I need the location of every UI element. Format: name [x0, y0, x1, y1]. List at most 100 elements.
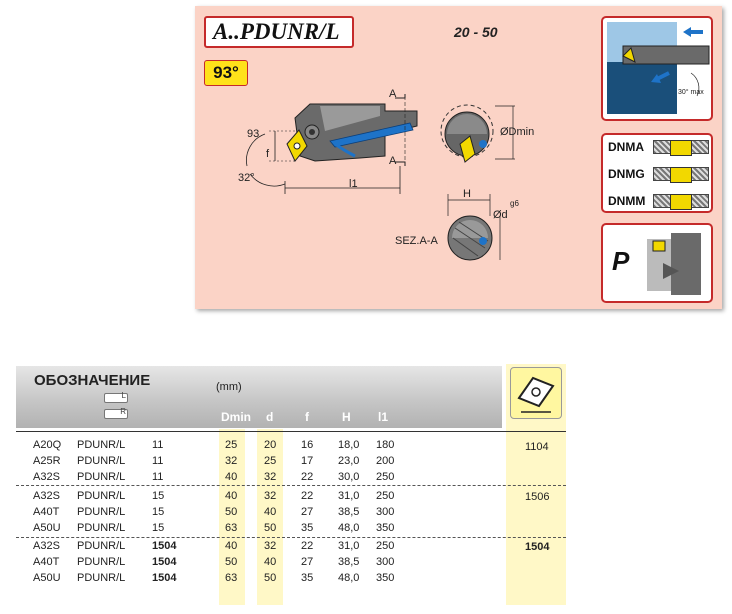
cell-type: PDUNR/L	[77, 540, 126, 552]
cell-l1: 200	[376, 455, 395, 467]
diameter-range: 20 - 50	[454, 24, 498, 40]
cell-h: 38,5	[338, 506, 360, 518]
insert-icon-box	[510, 367, 562, 419]
insert-type-dnmg: DNMG	[608, 167, 645, 181]
col-h: H	[342, 410, 351, 424]
table-row: A25R PDUNR/L 11 32 25 17 23,0 200	[16, 455, 576, 469]
cell-f: 22	[301, 540, 314, 552]
table-row: A20Q PDUNR/L 11 25 20 16 18,0 180	[16, 439, 576, 453]
hand-l-label: L	[121, 391, 126, 400]
cell-h: 18,0	[338, 439, 360, 451]
d-label: Ød	[493, 209, 508, 221]
cell-type: PDUNR/L	[77, 572, 126, 584]
cell-insert-size: 1504	[152, 556, 177, 568]
cell-l1: 350	[376, 522, 395, 534]
f-label: f	[266, 148, 270, 160]
cell-d: 32	[264, 490, 277, 502]
cell-size: A50U	[33, 572, 61, 584]
cross-section-view	[447, 194, 501, 261]
cell-size: A40T	[33, 556, 60, 568]
cell-f: 16	[301, 439, 314, 451]
cell-h: 31,0	[338, 540, 360, 552]
cell-dmin: 63	[225, 572, 238, 584]
cell-h: 48,0	[338, 522, 360, 534]
group-divider	[16, 485, 566, 486]
table-row: A32S PDUNR/L 1504 40 32 22 31,0 250	[16, 540, 576, 554]
cell-l1: 250	[376, 471, 395, 483]
section-a-top-label: A	[389, 88, 397, 100]
approach-angle-badge: 93°	[204, 60, 248, 86]
angle-93-label: 93	[247, 128, 260, 140]
table-row: A40T PDUNR/L 1504 50 40 27 38,5 300	[16, 556, 576, 570]
cell-h: 38,5	[338, 556, 360, 568]
cell-l1: 250	[376, 490, 395, 502]
cell-type: PDUNR/L	[77, 471, 126, 483]
cell-insert-size: 1504	[152, 572, 177, 584]
l1-label: l1	[349, 178, 358, 190]
right-hand-tool-icon: R	[104, 407, 128, 419]
cell-size: A40T	[33, 506, 60, 518]
col-f: f	[305, 410, 309, 424]
table-row: A50U PDUNR/L 1504 63 50 35 48,0 350	[16, 572, 576, 586]
header-rule	[16, 431, 566, 432]
insert-type-dnmm: DNMM	[608, 194, 646, 208]
col-d: d	[266, 410, 274, 424]
unit-label: (mm)	[216, 381, 242, 393]
cell-l1: 180	[376, 439, 395, 451]
boring-bar-side-view	[246, 94, 418, 194]
cell-type: PDUNR/L	[77, 455, 126, 467]
cell-f: 22	[301, 490, 314, 502]
cell-f: 22	[301, 471, 314, 483]
cell-h: 31,0	[338, 490, 360, 502]
cell-d: 32	[264, 540, 277, 552]
tool-code: A..PDUNR/L	[204, 16, 354, 48]
cell-f: 27	[301, 556, 314, 568]
cell-dmin: 40	[225, 471, 238, 483]
table-row: A32S PDUNR/L 15 40 32 22 31,0 250	[16, 490, 576, 504]
cell-d: 25	[264, 455, 277, 467]
cell-dmin: 32	[225, 455, 238, 467]
cell-d: 20	[264, 439, 277, 451]
cell-h: 30,0	[338, 471, 360, 483]
cell-type: PDUNR/L	[77, 556, 126, 568]
cell-dmin: 63	[225, 522, 238, 534]
insert-shape-icon	[653, 167, 709, 183]
cell-insert-size: 11	[152, 439, 164, 451]
cell-insert-size: 11	[152, 471, 164, 483]
cell-f: 17	[301, 455, 314, 467]
cell-type: PDUNR/L	[77, 506, 126, 518]
cell-insert-size: 15	[152, 506, 165, 518]
cell-h: 23,0	[338, 455, 360, 467]
cell-insert-size: 11	[152, 455, 164, 467]
cell-type: PDUNR/L	[77, 439, 126, 451]
col-dmin: Dmin	[221, 410, 251, 424]
cell-insert-size: 15	[152, 490, 165, 502]
insert-shape-icon	[653, 140, 709, 156]
cell-f: 35	[301, 572, 314, 584]
dmin-label: ØDmin	[500, 126, 535, 138]
left-hand-tool-icon: L	[104, 391, 128, 403]
dmin-column-highlight	[219, 429, 245, 605]
material-group-p: P	[612, 246, 630, 276]
section-label: SEZ.A-A	[395, 235, 438, 247]
application-box: 30° max	[601, 16, 713, 121]
table-row: A50U PDUNR/L 15 63 50 35 48,0 350	[16, 522, 576, 536]
cell-insert-size: 1504	[152, 540, 177, 552]
g6-label: g6	[510, 199, 519, 208]
cell-d: 40	[264, 556, 277, 568]
angle-32-label: 32°	[238, 172, 255, 184]
h-label: H	[463, 188, 471, 200]
cell-size: A20Q	[33, 439, 62, 451]
cell-l1: 250	[376, 540, 395, 552]
table-row: A40T PDUNR/L 15 50 40 27 38,5 300	[16, 506, 576, 520]
table-row: A32S PDUNR/L 11 40 32 22 30,0 250	[16, 471, 576, 485]
boring-application-drawing	[607, 22, 710, 114]
cell-f: 27	[301, 506, 314, 518]
cell-insert-size: 15	[152, 522, 165, 534]
insert-code-1104: 1104	[525, 441, 549, 453]
clamping-icon	[647, 233, 701, 295]
insert-code-1506: 1506	[525, 491, 550, 503]
cell-d: 32	[264, 471, 277, 483]
cell-d: 40	[264, 506, 277, 518]
cell-l1: 300	[376, 506, 395, 518]
